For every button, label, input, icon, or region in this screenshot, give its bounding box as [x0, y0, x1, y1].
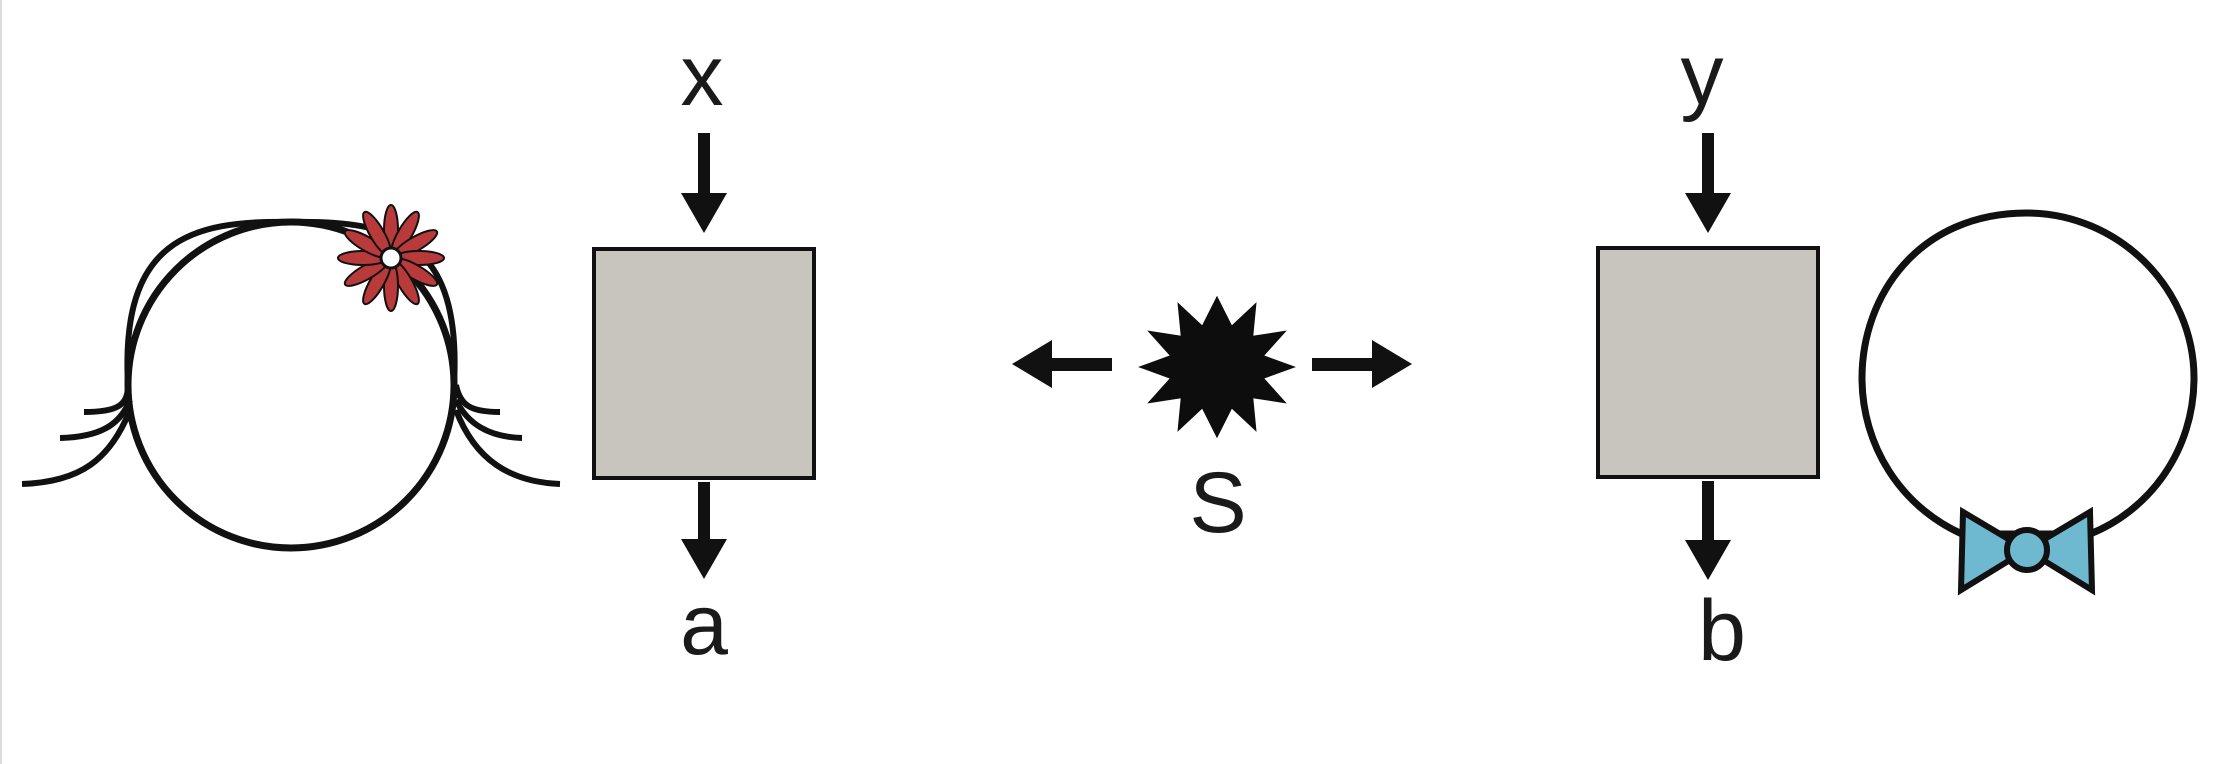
- alice-box: [592, 247, 816, 480]
- left-emission-arrow: [1012, 340, 1112, 388]
- source-label: S: [1189, 455, 1246, 551]
- bob-box: [1596, 246, 1820, 479]
- source-group: S: [1012, 295, 1412, 551]
- bow-tie-icon: [1957, 506, 2096, 596]
- bob-input-label: y: [1681, 27, 1724, 123]
- bow-tie-figure-icon: [1858, 209, 2198, 596]
- right-emission-arrow: [1312, 340, 1412, 388]
- flower-icon: [337, 204, 445, 312]
- alice-input-arrow: [681, 133, 727, 233]
- bob-head: [1858, 209, 2198, 538]
- alice-output-arrow: [681, 482, 727, 579]
- bob-input-arrow: [1685, 133, 1731, 233]
- alice-output-label: a: [680, 577, 728, 673]
- bob-output-arrow: [1685, 481, 1731, 580]
- alice-input-label: x: [681, 28, 724, 124]
- bob-output-label: b: [1698, 583, 1746, 679]
- starburst-icon: [1138, 295, 1296, 439]
- bob-box-group: y b: [1596, 27, 1820, 679]
- girl-figure-icon: [21, 204, 561, 552]
- alice-box-group: x a: [592, 28, 816, 673]
- left-hair: [21, 218, 292, 487]
